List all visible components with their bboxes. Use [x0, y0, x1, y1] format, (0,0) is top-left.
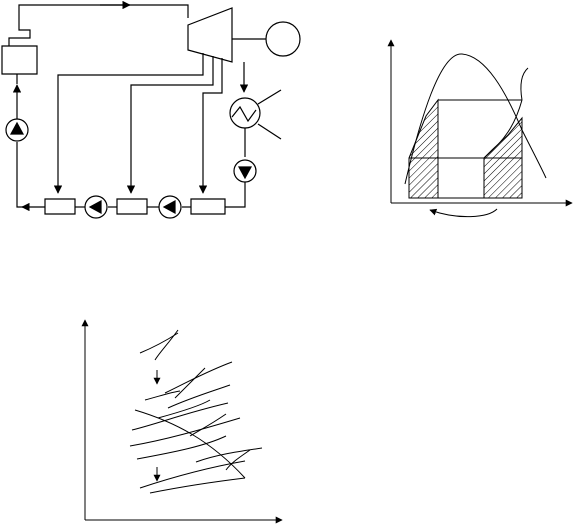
- pump-icon: [234, 160, 256, 182]
- extraction-lines: [53, 53, 222, 194]
- boiler: [2, 8, 37, 74]
- ts-diagram: [387, 39, 573, 217]
- condenser-icon: [230, 90, 281, 139]
- curve-family-diagram: [81, 319, 283, 524]
- feedwater-heater: [117, 199, 147, 214]
- feedwater-heater: [191, 199, 225, 214]
- saturation-dome: [405, 54, 546, 184]
- main-steam-line: [19, 5, 188, 18]
- cycle-path: [409, 68, 528, 198]
- generator-icon: [266, 22, 300, 56]
- turbine: [188, 8, 232, 62]
- curve-family: [130, 330, 262, 493]
- hatched-area-left: [409, 100, 438, 198]
- feedwater-train: [17, 142, 225, 218]
- regenerative-cycle-schematic: [2, 0, 300, 218]
- pump-icon: [6, 119, 28, 141]
- feedwater-heater: [45, 199, 75, 214]
- return-arrow: [429, 209, 497, 217]
